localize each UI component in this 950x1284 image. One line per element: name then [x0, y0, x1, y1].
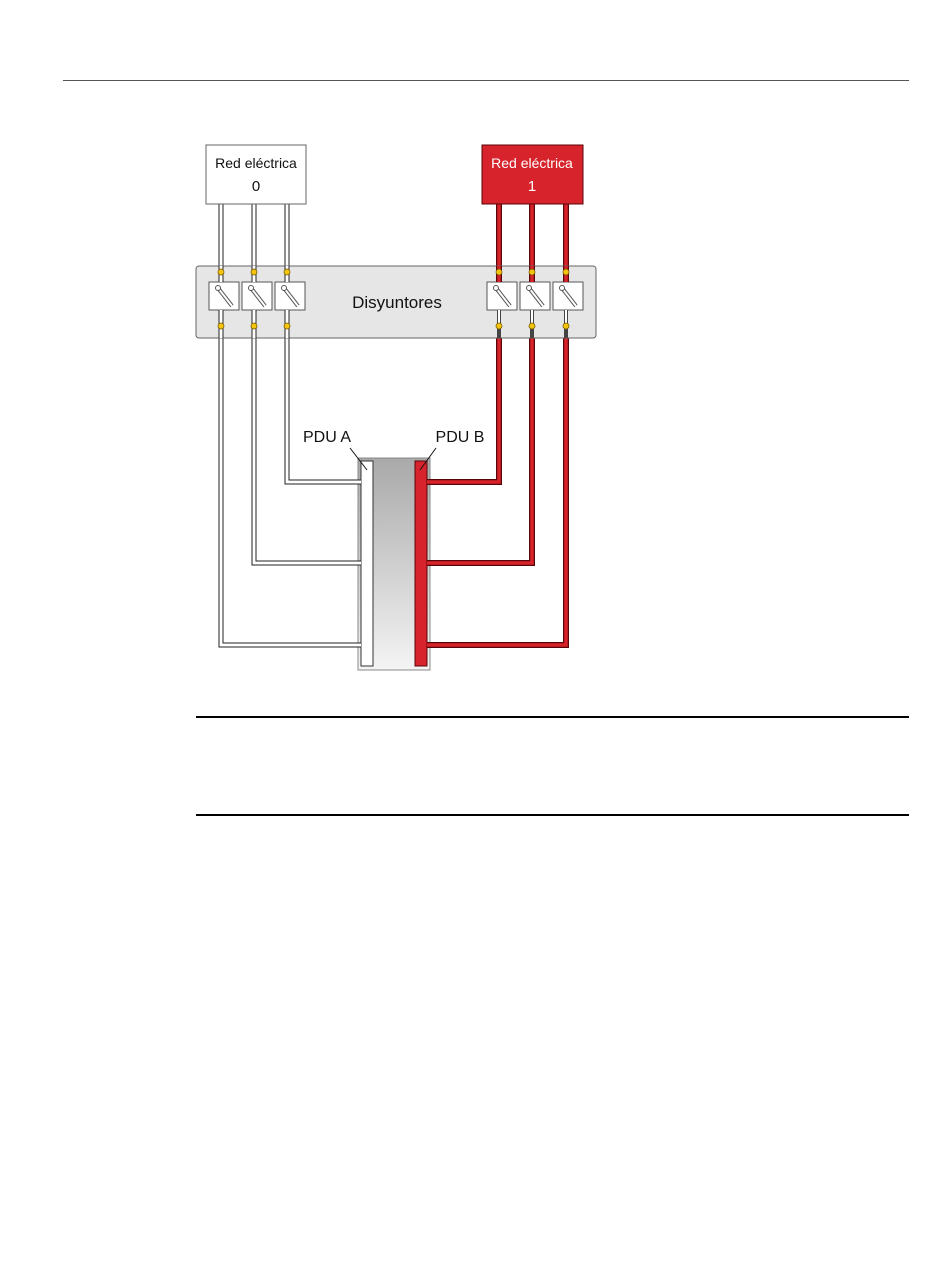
breaker-switch: [553, 282, 583, 310]
terminal-dot: [529, 269, 535, 275]
terminal-dot: [496, 323, 502, 329]
grid-0-number: 0: [252, 178, 260, 195]
terminal-dot: [563, 323, 569, 329]
grid-0-label: Red eléctrica: [215, 155, 297, 171]
terminal-dot: [284, 323, 290, 329]
breaker-switch: [242, 282, 272, 310]
pdu-unit: [358, 458, 430, 670]
note-rule-bottom: [196, 814, 909, 816]
breaker-switch: [487, 282, 517, 310]
grid-1-box: Red eléctrica 1: [482, 145, 583, 204]
terminal-dot: [251, 323, 257, 329]
terminal-dot: [284, 269, 290, 275]
terminal-dot: [218, 269, 224, 275]
pdu-b-strip: [415, 461, 427, 666]
terminal-dot: [563, 269, 569, 275]
pdu-a-label: PDU A: [303, 429, 351, 446]
breaker-switch: [520, 282, 550, 310]
terminal-dot: [218, 323, 224, 329]
terminal-dot: [496, 269, 502, 275]
breakers-label: Disyuntores: [352, 293, 442, 312]
note-rule-top: [196, 716, 909, 718]
terminal-dot: [529, 323, 535, 329]
breaker-switch: [209, 282, 239, 310]
terminal-dot: [251, 269, 257, 275]
breaker-switch: [275, 282, 305, 310]
grid-1-label: Red eléctrica: [491, 155, 573, 171]
grid-0-box: Red eléctrica 0: [206, 145, 306, 204]
pdu-b-label: PDU B: [436, 429, 485, 446]
grid-1-number: 1: [528, 178, 536, 195]
pdu-a-strip: [361, 461, 373, 666]
